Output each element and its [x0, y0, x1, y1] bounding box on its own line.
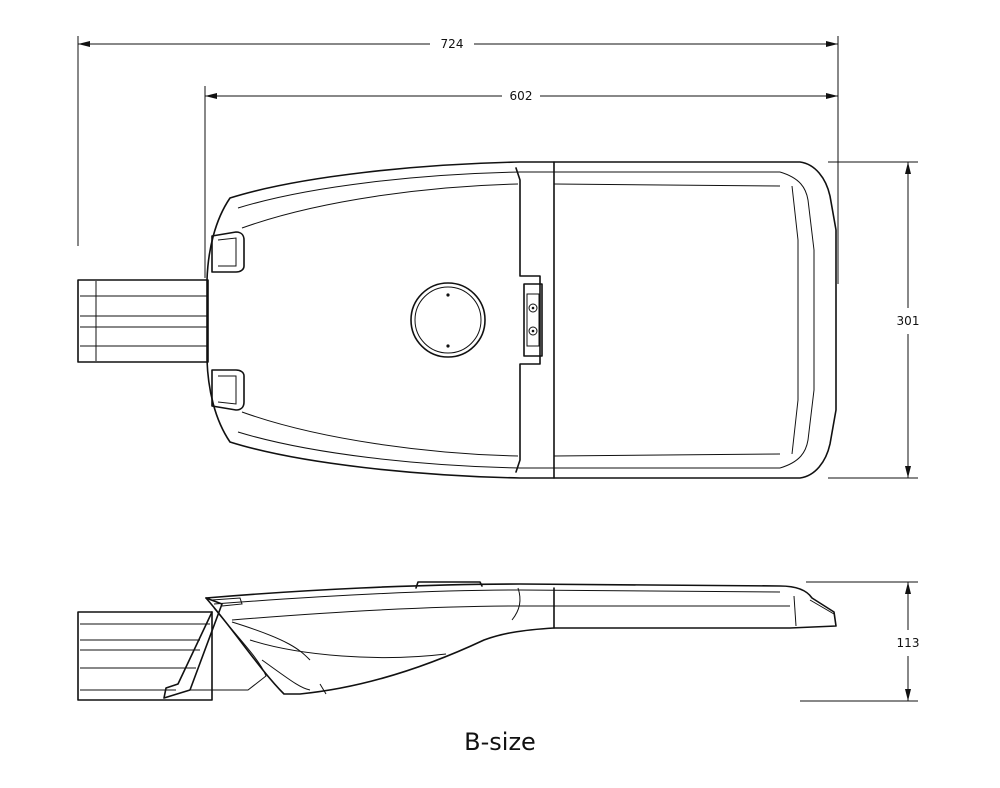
side-tab-top [211, 231, 245, 273]
dimension-height: 113 [800, 581, 920, 702]
side-view [77, 581, 837, 701]
drawing-caption: B-size [464, 728, 536, 756]
side-tab-bottom [211, 369, 245, 411]
dimension-label-301: 301 [897, 314, 920, 328]
mounting-arm [77, 279, 209, 363]
dimension-body-length: 602 [204, 86, 838, 278]
latch [523, 283, 543, 357]
side-upper-shell [205, 583, 837, 695]
dimension-width: 301 [828, 161, 920, 479]
dimension-label-113: 113 [897, 636, 920, 650]
dimension-label-602: 602 [510, 89, 533, 103]
side-mounting-arm [77, 611, 213, 701]
dimension-overall-length: 724 [77, 36, 839, 284]
side-bracket [163, 597, 223, 699]
sensor-socket [410, 282, 486, 358]
luminaire-body-outline [206, 161, 837, 479]
dimension-label-724: 724 [441, 37, 464, 51]
top-view [77, 161, 837, 479]
